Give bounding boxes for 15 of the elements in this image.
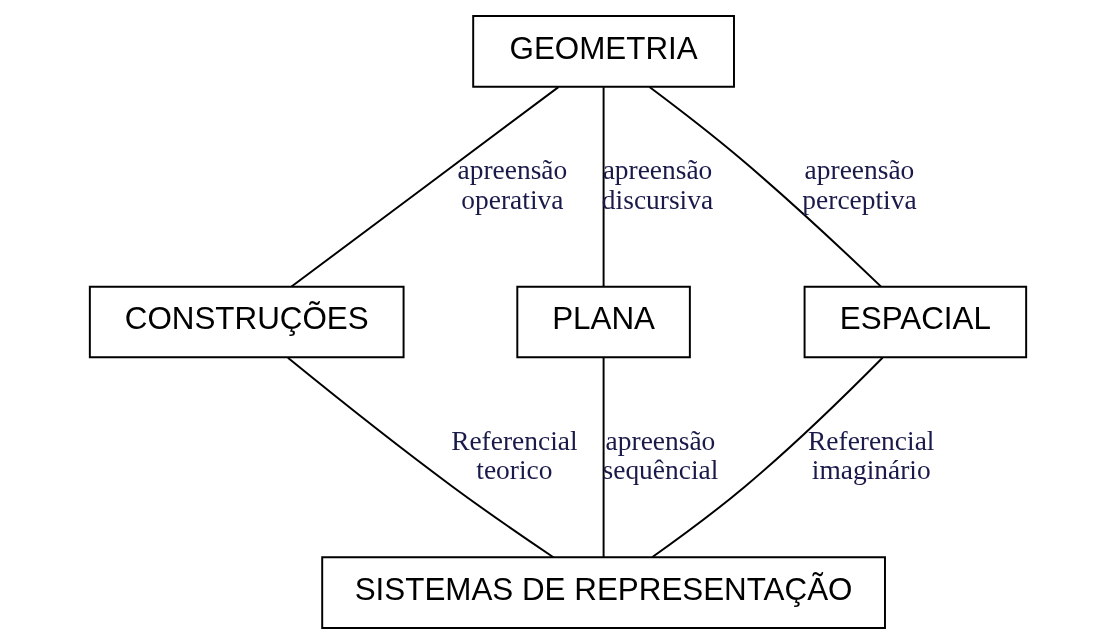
edge-label: apreensão operativa <box>457 155 567 215</box>
connector <box>650 356 884 558</box>
node-box: PLANA <box>515 285 691 359</box>
connector <box>602 356 605 559</box>
node-box: CONSTRUÇÕES <box>88 285 405 359</box>
edge-label: Referencial imaginário <box>807 425 934 486</box>
connector <box>290 86 559 288</box>
edge-label: apreensão perceptiva <box>801 155 917 215</box>
edge-label: Referencial teorico <box>450 425 578 486</box>
node-box: GEOMETRIA <box>471 15 735 88</box>
node-box: ESPACIAL <box>803 285 1027 359</box>
connector <box>286 356 554 559</box>
node-box: SISTEMAS DE REPRESENTAÇÃO <box>320 556 886 629</box>
connector <box>602 86 605 288</box>
connector <box>648 86 882 288</box>
